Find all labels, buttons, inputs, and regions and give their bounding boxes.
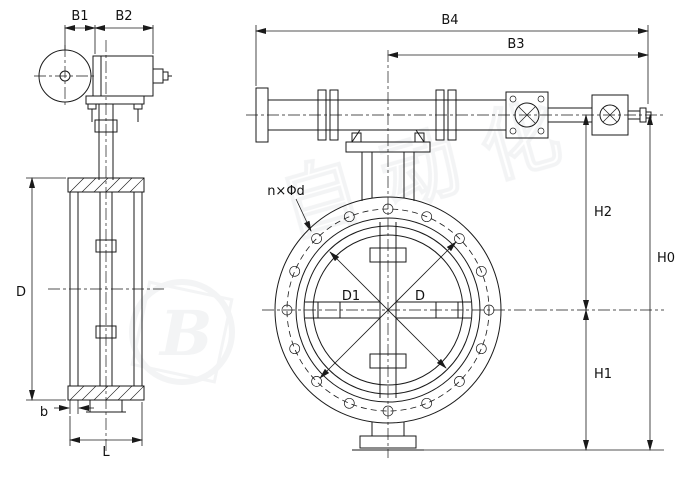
dim-label-h0: H0 [657, 251, 675, 266]
dim-label-b4: B4 [441, 13, 458, 28]
mount-bolt-left [87, 103, 97, 110]
raised-face-circle [295, 217, 481, 403]
barrel-end-flange-left [255, 87, 269, 143]
dim-b: b [40, 400, 94, 420]
dim-label-b1: B1 [71, 9, 88, 24]
barrel-flange-2a [435, 89, 445, 141]
dim-label-b2: B2 [115, 9, 132, 24]
side-gear-actuator [38, 49, 172, 180]
gusset-right [415, 129, 425, 143]
mounting-plate [345, 141, 431, 153]
dim-b4: B4 [255, 13, 649, 104]
dim-label-d1: D1 [342, 289, 360, 304]
dim-label-l: L [102, 445, 110, 460]
end-box [591, 94, 629, 136]
dim-d-side: D [16, 177, 66, 401]
bore-circle [303, 225, 473, 395]
watermark-logo-ring [129, 279, 235, 385]
dim-b1: B1 [64, 9, 96, 54]
bottom-flange-hatch [69, 385, 145, 401]
dim-label-b: b [40, 405, 48, 420]
disc-circle [312, 234, 464, 386]
dim-h1: H1 [583, 309, 612, 451]
barrel-flange-2b [447, 89, 457, 141]
shaft-hub-upper [95, 239, 117, 253]
end-box-circle [599, 104, 621, 126]
barrel-flange-1b [329, 89, 339, 141]
front-bottom-foot [352, 422, 424, 451]
dim-b2: B2 [94, 9, 154, 54]
dim-label-d-front: D [415, 289, 425, 304]
gearbox-boss [152, 68, 164, 84]
front-view [246, 50, 664, 458]
dim-h2: H2 [583, 114, 612, 311]
end-box-cross [602, 107, 618, 123]
dim-bolt-note: n×Φd [267, 184, 312, 232]
dimensions: B1 B2 D b L [16, 9, 675, 460]
dim-d1: D1 [329, 251, 447, 369]
mount-bolt-right [133, 103, 143, 110]
dim-b3: B3 [387, 37, 649, 58]
dim-label-d-side: D [16, 285, 26, 300]
gearbox-shaft-circle [514, 102, 540, 128]
dim-h0: H0 [424, 114, 675, 451]
watermark-logo-frame [130, 280, 234, 384]
gearbox-shaft-cross [518, 106, 536, 124]
gearbox-screw [162, 71, 169, 81]
bolt-circle [286, 208, 490, 412]
watermark: B 自动化 [129, 80, 596, 385]
front-valve-flange [274, 196, 502, 424]
plate-bolt-right [414, 132, 425, 143]
front-actuator [255, 87, 652, 143]
gusset-left [351, 129, 361, 143]
handwheel-hub [59, 70, 71, 82]
front-neck [345, 129, 431, 201]
watermark-logo-letter: B [158, 297, 212, 370]
dim-label-h1: H1 [594, 367, 612, 382]
mount-plate-side [85, 95, 145, 105]
top-flange-hatch [69, 177, 145, 193]
packing-gland [94, 119, 118, 133]
shaft-hub-lower [95, 325, 117, 339]
gearbox-front [505, 91, 549, 139]
plate-bolt-left [351, 132, 362, 143]
dim-label-bolt-note: n×Φd [267, 184, 305, 199]
dim-label-h2: H2 [594, 205, 612, 220]
watermark-text: 自动化 [270, 81, 595, 254]
foot-flange [359, 435, 417, 449]
side-valve-body [67, 177, 145, 413]
bolt-holes [281, 203, 495, 417]
side-view [34, 40, 172, 452]
barrel-flange-1a [317, 89, 327, 141]
gearbox-body [92, 55, 154, 97]
dim-l: L [69, 402, 143, 460]
dim-label-b3: B3 [507, 37, 524, 52]
flange-outer-circle [274, 196, 502, 424]
